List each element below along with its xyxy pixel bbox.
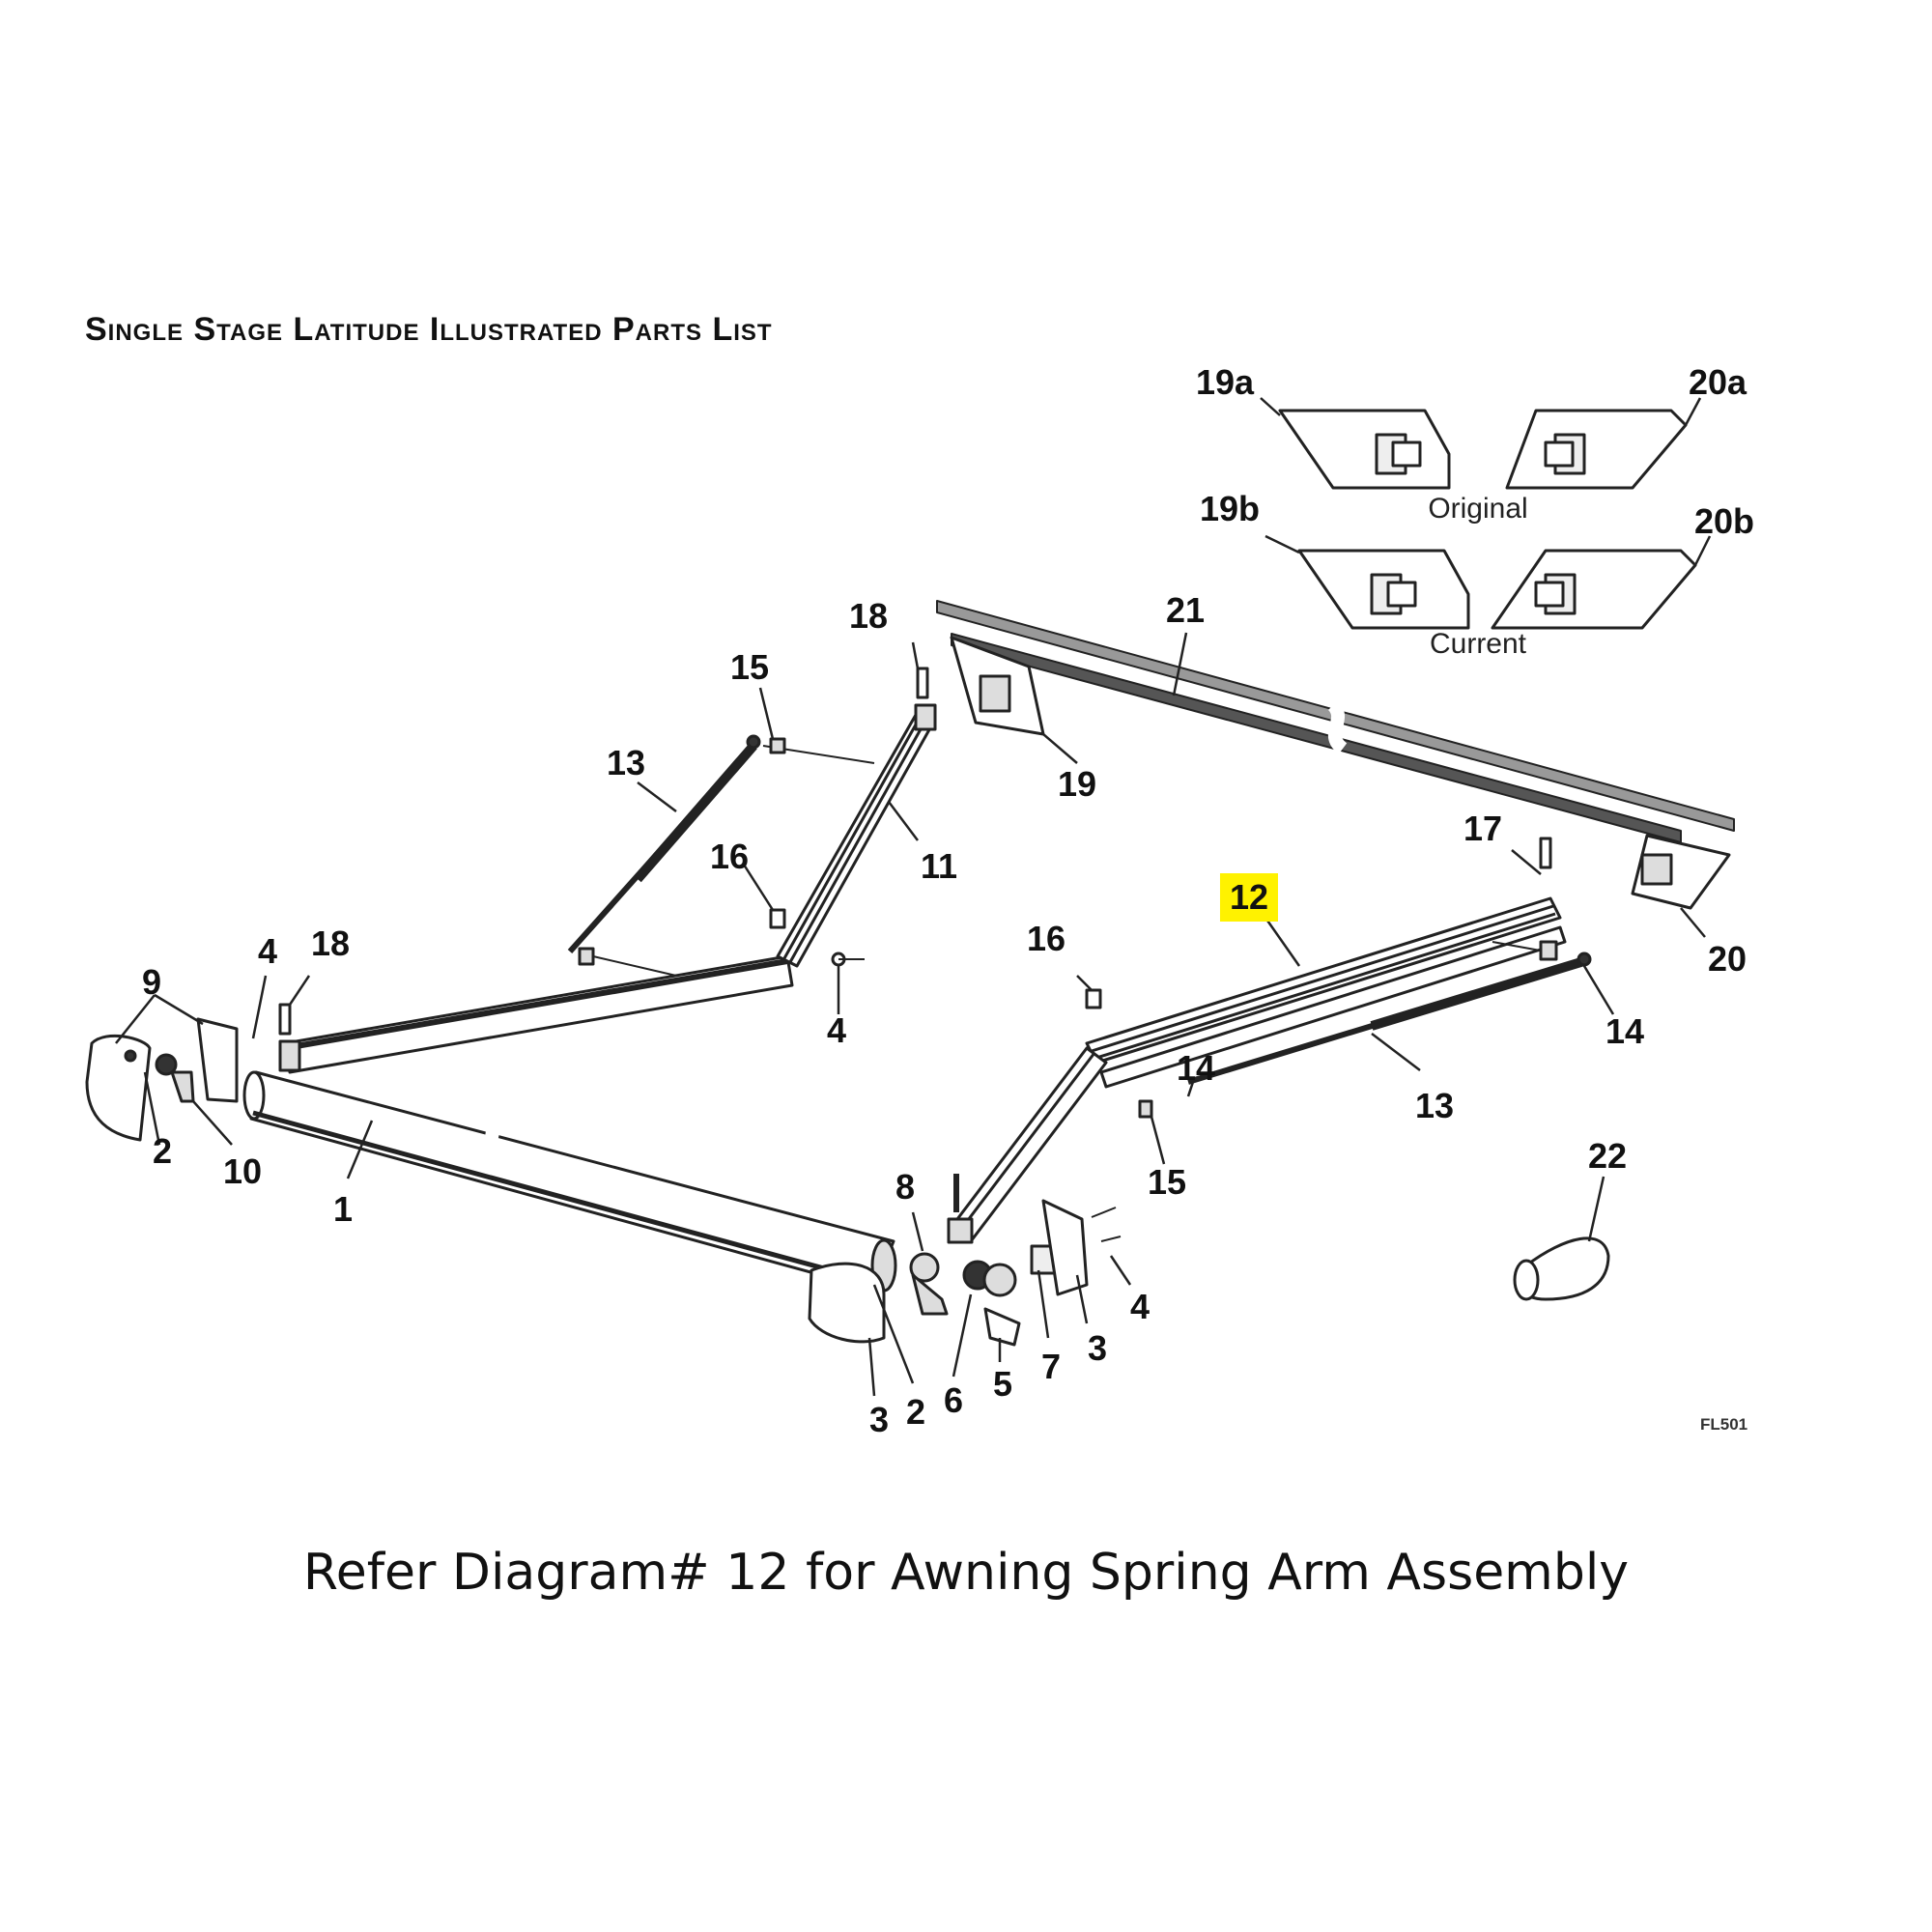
callout-6: 6 [943,1380,964,1420]
end-cap-right-assembly [808,1199,1122,1347]
inset-original-label: Original [1428,493,1528,525]
drawing-code: FL501 [1700,1415,1748,1434]
left-lift-arm [278,954,794,1074]
callout-20a: 20a [1688,362,1747,402]
callout-14-mid: 14 [1176,1048,1216,1088]
plate-20b [1491,549,1697,630]
callout-18-top: 18 [848,596,889,636]
callout-1: 1 [332,1189,354,1229]
callout-4-right: 4 [1129,1287,1151,1326]
callout-17: 17 [1463,809,1503,848]
cap-16-left [769,908,786,929]
callout-20b: 20b [1693,501,1755,541]
bracket-19 [950,636,1045,736]
callout-5: 5 [992,1364,1013,1404]
callout-4-mid: 4 [826,1010,847,1050]
callout-9: 9 [141,962,162,1002]
arm-11 [776,703,937,968]
callout-20: 20 [1707,939,1747,979]
callout-18-left: 18 [310,923,351,963]
callout-3-right: 3 [1087,1328,1108,1368]
plate-19a [1278,409,1451,490]
gas-strut-13-right [1138,940,1592,1119]
callout-15-bottom: 15 [1147,1162,1187,1202]
leader-lines [115,397,1712,1397]
callout-4-left: 4 [257,931,278,971]
pin-18-top [916,667,929,699]
callout-14-right: 14 [1605,1011,1645,1051]
diagram-caption: Refer Diagram# 12 for Awning Spring Arm … [302,1544,1630,1602]
callout-7: 7 [1040,1347,1062,1386]
callout-10: 10 [222,1151,263,1191]
callout-22: 22 [1587,1136,1628,1176]
callout-19b: 19b [1199,489,1261,528]
callout-13-left: 13 [606,743,646,782]
cap-16-right [1085,988,1102,1009]
bracket-20 [1631,834,1731,910]
callout-2-bottom: 2 [905,1392,926,1432]
callout-2-left: 2 [152,1131,173,1171]
callout-13-right: 13 [1414,1086,1455,1125]
plate-20a [1505,409,1688,490]
callout-12-highlighted: 12 [1219,873,1279,922]
end-cap-left-assembly [85,1017,239,1142]
inset-current-label: Current [1429,628,1527,660]
callout-19a: 19a [1195,362,1255,402]
pin-18-left [278,1003,292,1036]
clip-15-top [769,737,786,754]
callout-16-left: 16 [709,837,750,876]
callout-19: 19 [1057,764,1097,804]
diagram-title: Single Stage Latitude Illustrated Parts … [85,311,773,348]
roller-tube-1 [242,1070,897,1293]
callout-3-bottom: 3 [868,1400,890,1439]
plate-19b [1297,549,1470,630]
callout-21: 21 [1165,590,1206,630]
pin-17 [1539,837,1552,869]
callout-11: 11 [920,846,958,886]
callout-15-top: 15 [729,647,770,687]
rail-21 [936,600,1735,843]
callout-16-right: 16 [1026,919,1066,958]
callout-8: 8 [895,1167,916,1207]
lower-right-arm [947,1046,1108,1244]
part-22 [1513,1236,1610,1301]
